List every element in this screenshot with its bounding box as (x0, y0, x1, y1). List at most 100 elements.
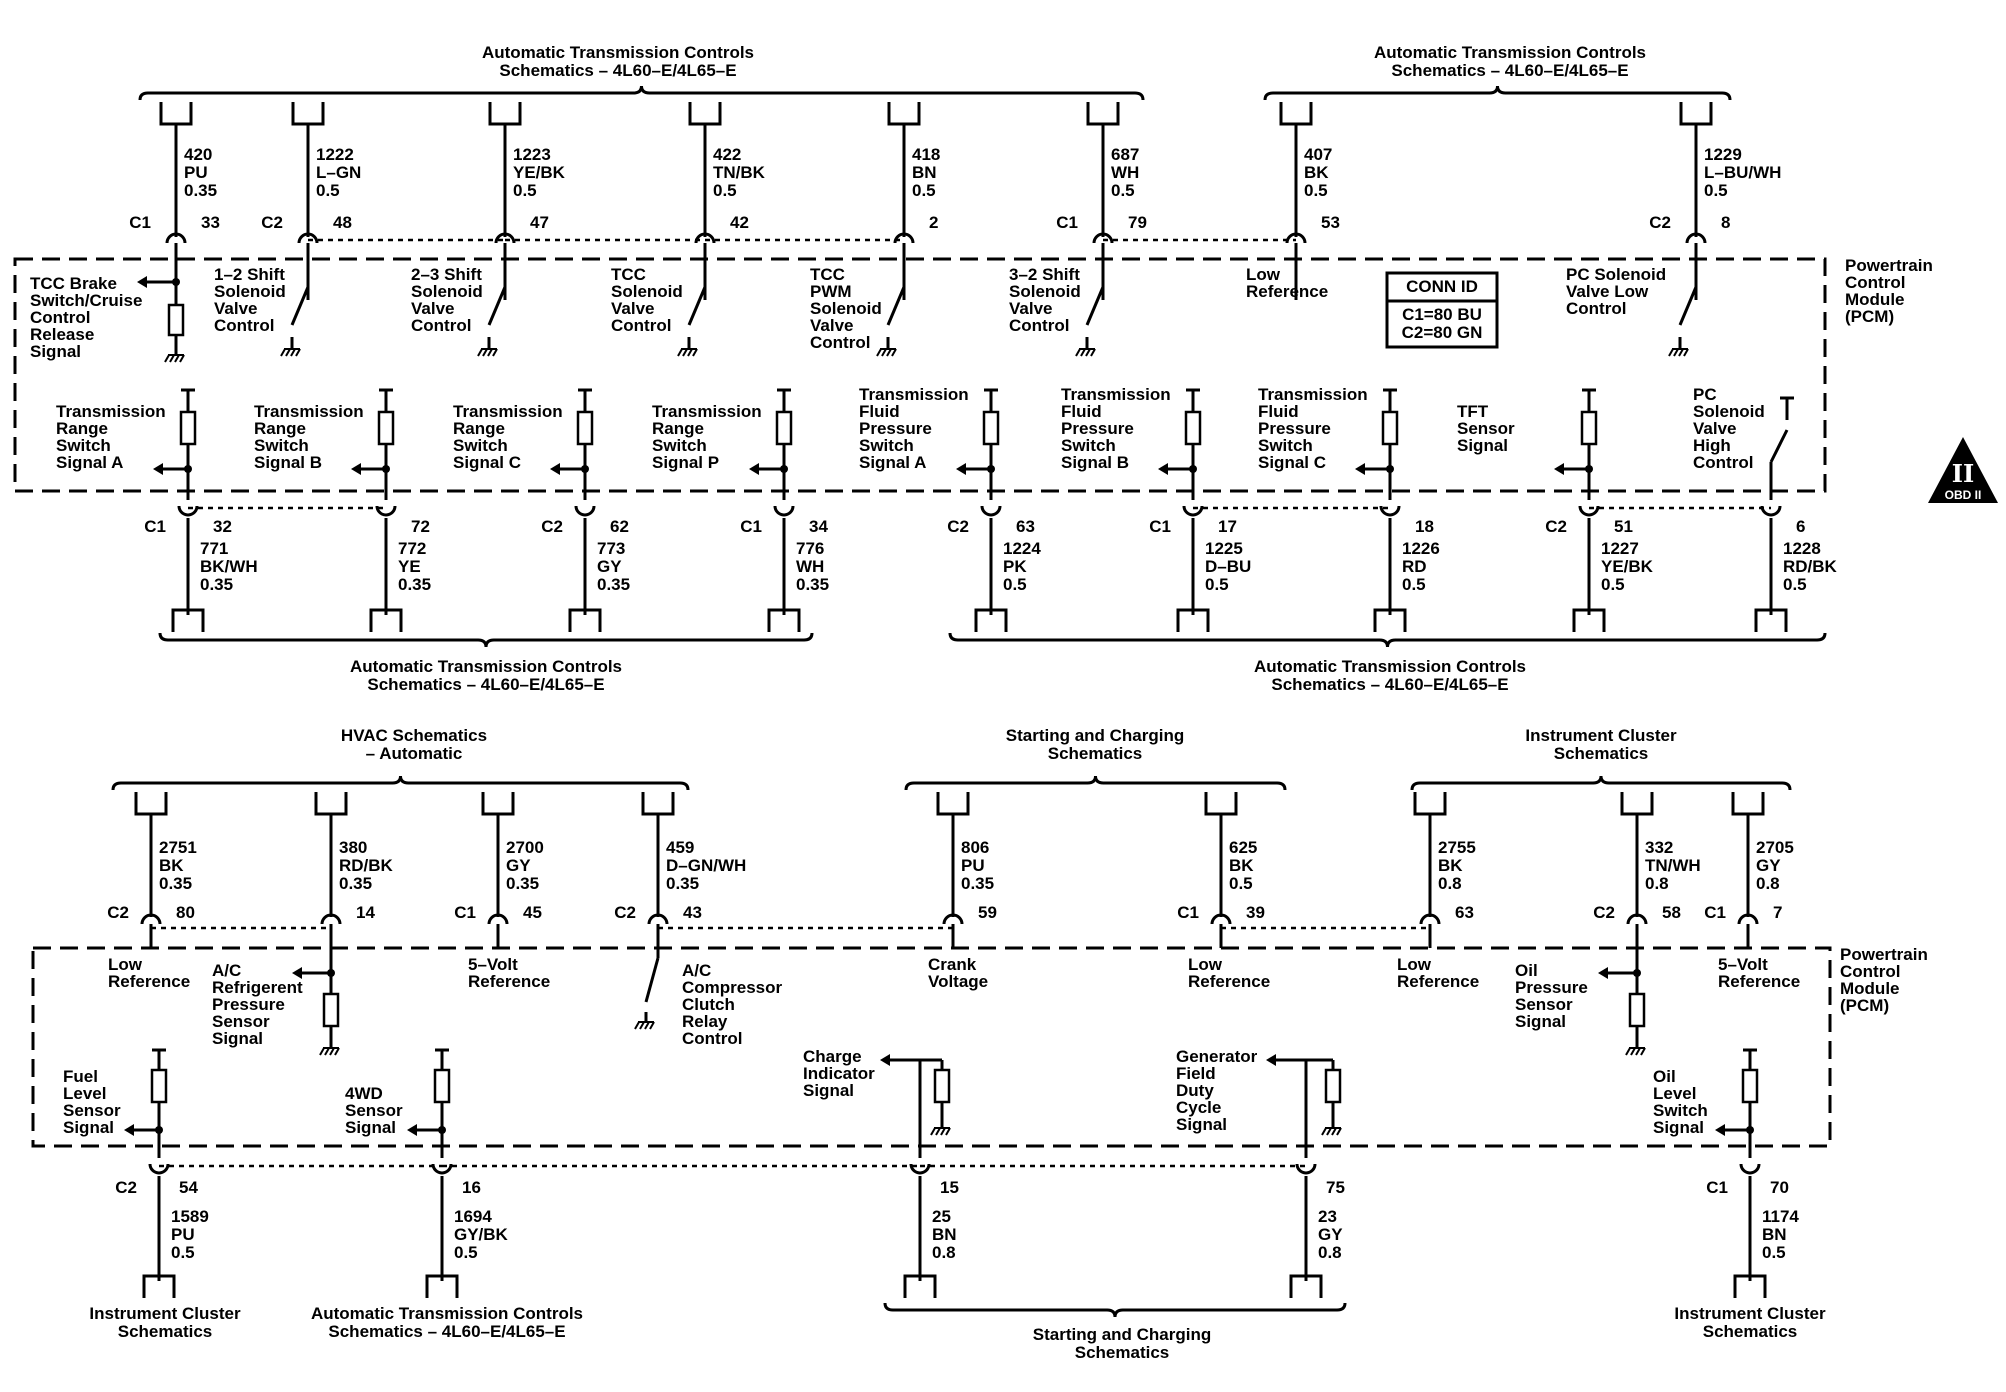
circuit-label: Solenoid (214, 282, 286, 301)
circuit-label: Pressure (212, 995, 285, 1014)
ground-hatch (290, 348, 296, 357)
destination-label-hvac: HVAC Schematics (341, 726, 487, 745)
arrow-left-icon (292, 967, 302, 979)
harness-connector-icon (568, 608, 602, 632)
circuit-label: Range (56, 419, 108, 438)
circuit-label: TCC Brake (30, 274, 117, 293)
pin-number: 62 (610, 517, 629, 536)
circuit-label: Generator (1176, 1047, 1258, 1066)
connector-pin-icon (1210, 913, 1232, 925)
switch-blade (886, 286, 906, 326)
harness-brace (111, 775, 690, 791)
circuit-label: Reference (1397, 972, 1479, 991)
circuit-label: Control (411, 316, 471, 335)
connector-pin-icon (1685, 232, 1707, 244)
circuit-label: Control (30, 308, 90, 327)
connector-id: C1 (1149, 517, 1171, 536)
wire-id-label: 0.35 (597, 575, 630, 594)
ground-hatch (1683, 348, 1689, 357)
connector-pin-icon (1379, 505, 1401, 517)
circuit-label: Sensor (1515, 995, 1573, 1014)
connector-pin-icon (1626, 913, 1648, 925)
pin-number: 8 (1721, 213, 1730, 232)
ground-icon (477, 348, 498, 357)
connector-pin-icon (1285, 232, 1307, 244)
destination-label-atc: Schematics – 4L60–E/4L65–E (499, 61, 736, 80)
switch-blade (1678, 286, 1698, 326)
wire-id-label: RD/BK (339, 856, 394, 875)
wire-id-label: L–BU/WH (1704, 163, 1781, 182)
wire-id-label: 2755 (1438, 838, 1476, 857)
pcm-label: Control (1840, 962, 1900, 981)
pin-number: 75 (1326, 1178, 1345, 1197)
wire-id-label: 0.5 (1003, 575, 1027, 594)
circuit-label: Valve Low (1566, 282, 1649, 301)
circuit-label: Compressor (682, 978, 783, 997)
circuit-label: Sensor (63, 1101, 121, 1120)
wire-id-label: 23 (1318, 1207, 1337, 1226)
ground-hatch (174, 354, 180, 363)
wire-id-label: TN/WH (1645, 856, 1701, 875)
harness-connector-icon (1279, 102, 1313, 126)
arrow-left-icon (550, 463, 560, 475)
circuit-label: Fluid (1258, 402, 1299, 421)
circuit-label: Reference (1188, 972, 1270, 991)
ground-hatch (682, 348, 688, 357)
circuit-label: Level (1653, 1084, 1696, 1103)
wire-id-label: 1174 (1762, 1207, 1799, 1226)
connector-id: C1 (1177, 903, 1199, 922)
circuit-label: Control (1693, 453, 1753, 472)
ground-hatch (487, 348, 493, 357)
wire-id-label: 0.5 (1601, 575, 1625, 594)
destination-label-atc: Schematics – 4L60–E/4L65–E (1271, 675, 1508, 694)
connector-id: C1 (454, 903, 476, 922)
ground-hatch (1625, 1047, 1631, 1056)
pin-number: 48 (333, 213, 352, 232)
circuit-label: Relay (682, 1012, 728, 1031)
pin-number: 59 (978, 903, 997, 922)
ground-icon (1625, 1047, 1646, 1056)
circuit-label: Fuel (63, 1067, 98, 1086)
pin-number: 2 (929, 213, 938, 232)
harness-brace (138, 85, 1145, 101)
circuit-label: TCC (810, 265, 845, 284)
ground-hatch (1630, 1047, 1636, 1056)
circuit-label: Field (1176, 1064, 1216, 1083)
circuit-label: Duty (1176, 1081, 1214, 1100)
circuit-label: Valve (214, 299, 258, 318)
resistor-icon (167, 303, 185, 337)
circuit-label: Switch (56, 436, 111, 455)
resistor-icon (933, 1068, 951, 1104)
circuit-label: Signal (803, 1081, 854, 1100)
wire-id-label: 773 (597, 539, 625, 558)
pin-number: 47 (530, 213, 549, 232)
wire-id-label: 1589 (171, 1207, 209, 1226)
ground-hatch (164, 354, 170, 363)
connector-id: C1 (129, 213, 151, 232)
arrow-left-icon (407, 1124, 417, 1136)
ground-hatch (1326, 1127, 1332, 1136)
resistor-icon (1741, 1068, 1759, 1104)
circuit-label: Signal (1176, 1115, 1227, 1134)
wire-id-label: 625 (1229, 838, 1257, 857)
ground-hatch (886, 348, 892, 357)
harness-connector-icon (641, 792, 675, 816)
wire-id-label: 380 (339, 838, 367, 857)
circuit-label: Reference (1246, 282, 1328, 301)
wire-id-label: 1228 (1783, 539, 1821, 558)
wire-id-label: 0.5 (713, 181, 737, 200)
ground-icon (634, 1021, 655, 1030)
ground-hatch (891, 348, 897, 357)
wire-id-label: 0.5 (316, 181, 340, 200)
wire-id-label: 332 (1645, 838, 1673, 857)
connector-pin-icon (1419, 913, 1441, 925)
harness-connector-icon (1679, 102, 1713, 126)
wire-id-label: GY (1318, 1225, 1343, 1244)
pcm-label: Module (1845, 290, 1905, 309)
ground-hatch (639, 1021, 645, 1030)
harness-connector-icon (974, 608, 1008, 632)
wire-id-label: 418 (912, 145, 940, 164)
resistor-icon (1580, 410, 1598, 446)
circuit-label: TFT (1457, 402, 1489, 421)
connector-pin-icon (647, 913, 669, 925)
